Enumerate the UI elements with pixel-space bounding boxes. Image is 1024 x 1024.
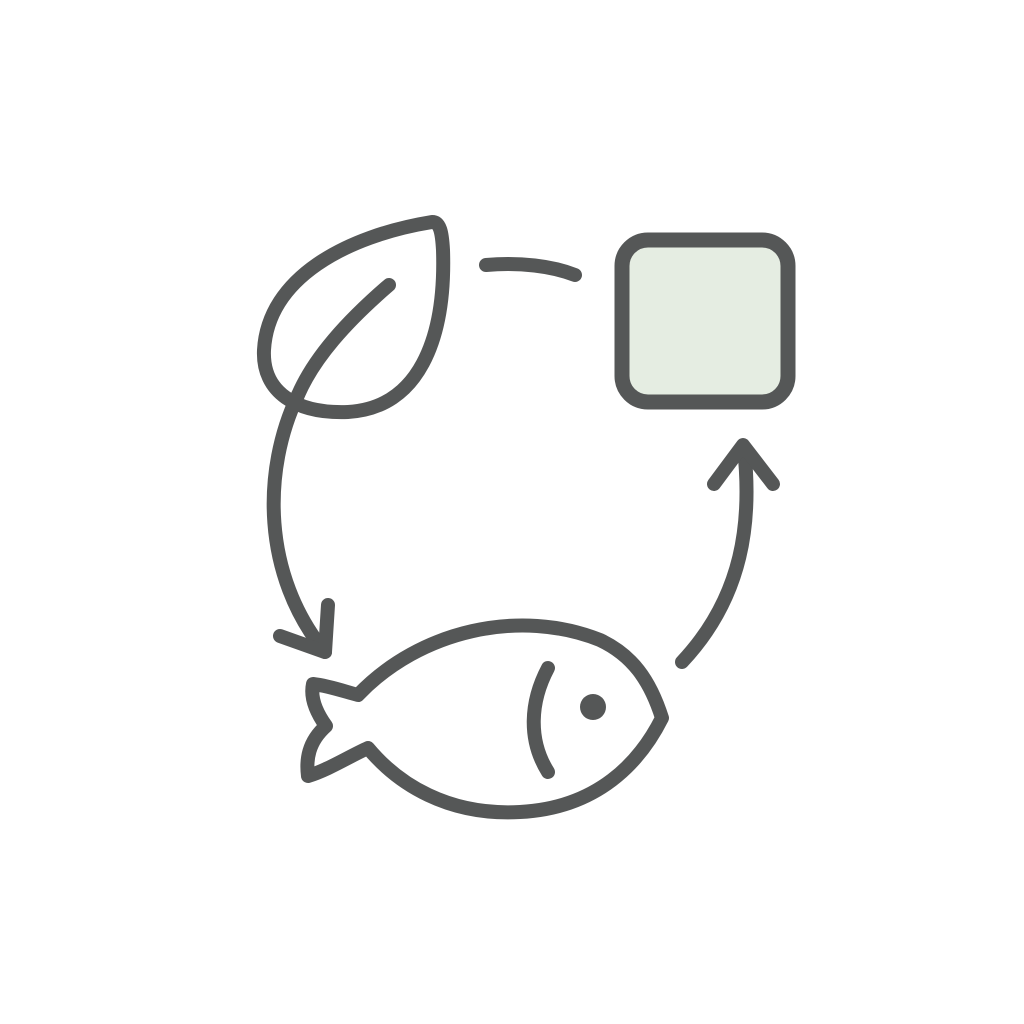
fish-gill-line bbox=[526, 661, 555, 779]
arrow-fish-to-square bbox=[675, 438, 780, 669]
fish-eye bbox=[580, 694, 606, 720]
arrow-leaf-to-fish bbox=[266, 388, 335, 659]
leaf-icon bbox=[256, 215, 451, 420]
fish-icon bbox=[300, 618, 669, 820]
connector-leaf-to-square bbox=[479, 257, 582, 282]
square-box-icon bbox=[614, 232, 796, 410]
